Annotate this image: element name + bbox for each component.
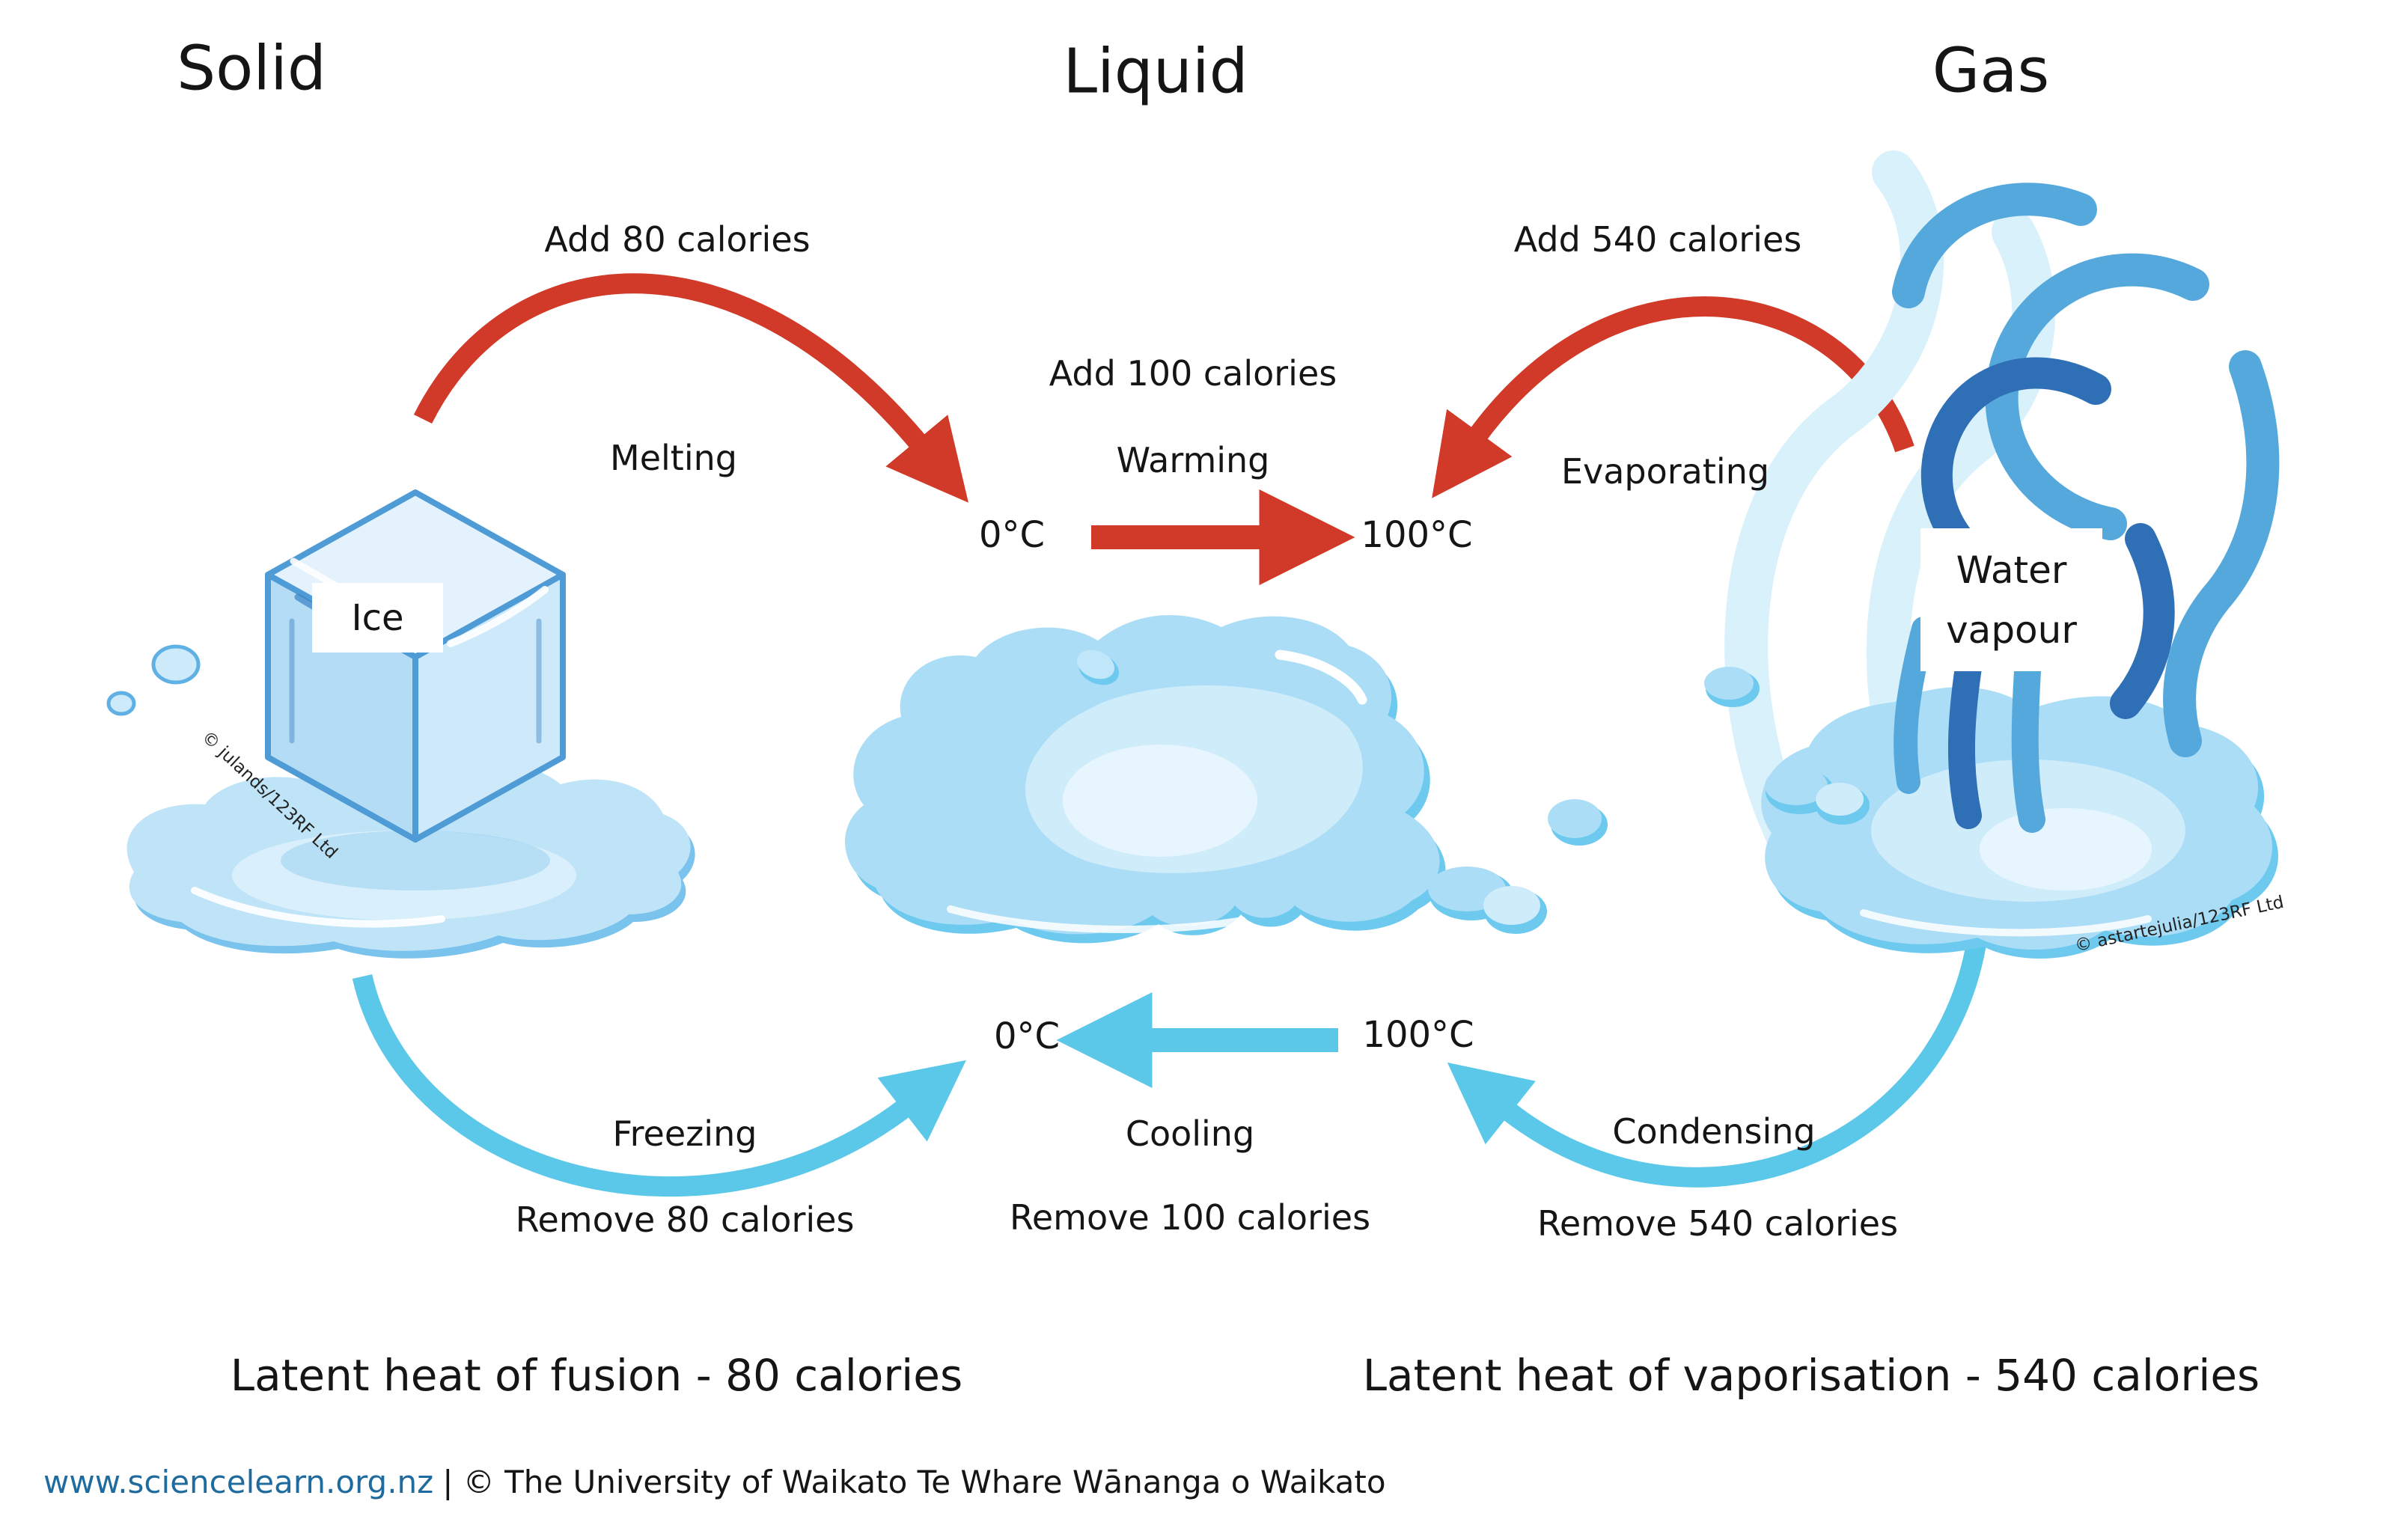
sciencelearn-link[interactable]: www.sciencelearn.org.nz (43, 1464, 434, 1500)
freezing-arrow (352, 974, 967, 1197)
state-title-solid: Solid (177, 33, 326, 105)
cooling-to-temp: 0°C (993, 1015, 1061, 1057)
liquid-puddle-illustration (845, 614, 1608, 944)
state-title-liquid: Liquid (1063, 36, 1248, 108)
ice-illustration (106, 489, 695, 959)
ice-label: Ice (312, 583, 443, 653)
warming-energy-label: Add 100 calories (1049, 353, 1337, 394)
water-vapour-label-line2: vapour (1946, 608, 2077, 652)
latent-heat-vaporisation-text: Latent heat of vaporisation - 540 calori… (1362, 1350, 2260, 1401)
cooling-from-temp: 100°C (1362, 1014, 1474, 1056)
state-title-gas: Gas (1932, 35, 2050, 107)
water-vapour-label-line1: Water (1956, 548, 2067, 592)
warming-to-temp: 100°C (1361, 514, 1473, 556)
freezing-energy-label: Remove 80 calories (515, 1200, 855, 1240)
melting-energy-label: Add 80 calories (544, 219, 811, 260)
latent-heat-fusion-text: Latent heat of fusion - 80 calories (230, 1350, 963, 1401)
melting-arrow (413, 273, 969, 503)
liquid-puddle (845, 614, 1446, 944)
melting-label: Melting (610, 438, 737, 478)
cooling-label: Cooling (1125, 1113, 1255, 1154)
water-vapour-label: Water vapour (1920, 528, 2102, 671)
evaporating-energy-label: Add 540 calories (1513, 219, 1802, 260)
warming-label: Warming (1116, 440, 1270, 480)
condensing-label: Condensing (1612, 1111, 1816, 1152)
water-vapour-illustration (1704, 150, 2280, 959)
cooling-energy-label: Remove 100 calories (1009, 1197, 1371, 1238)
freezing-label: Freezing (612, 1113, 757, 1154)
warming-from-temp: 0°C (978, 514, 1046, 556)
condensing-arrow (1447, 935, 1988, 1188)
ice-droplets (106, 644, 201, 716)
evaporating-label: Evaporating (1560, 451, 1770, 492)
liquid-droplets (1076, 650, 1608, 934)
condensing-energy-label: Remove 540 calories (1537, 1203, 1899, 1244)
footer: www.sciencelearn.org.nz| © The Universit… (43, 1464, 1386, 1500)
footer-copyright: | © The University of Waikato Te Whare W… (442, 1464, 1386, 1500)
